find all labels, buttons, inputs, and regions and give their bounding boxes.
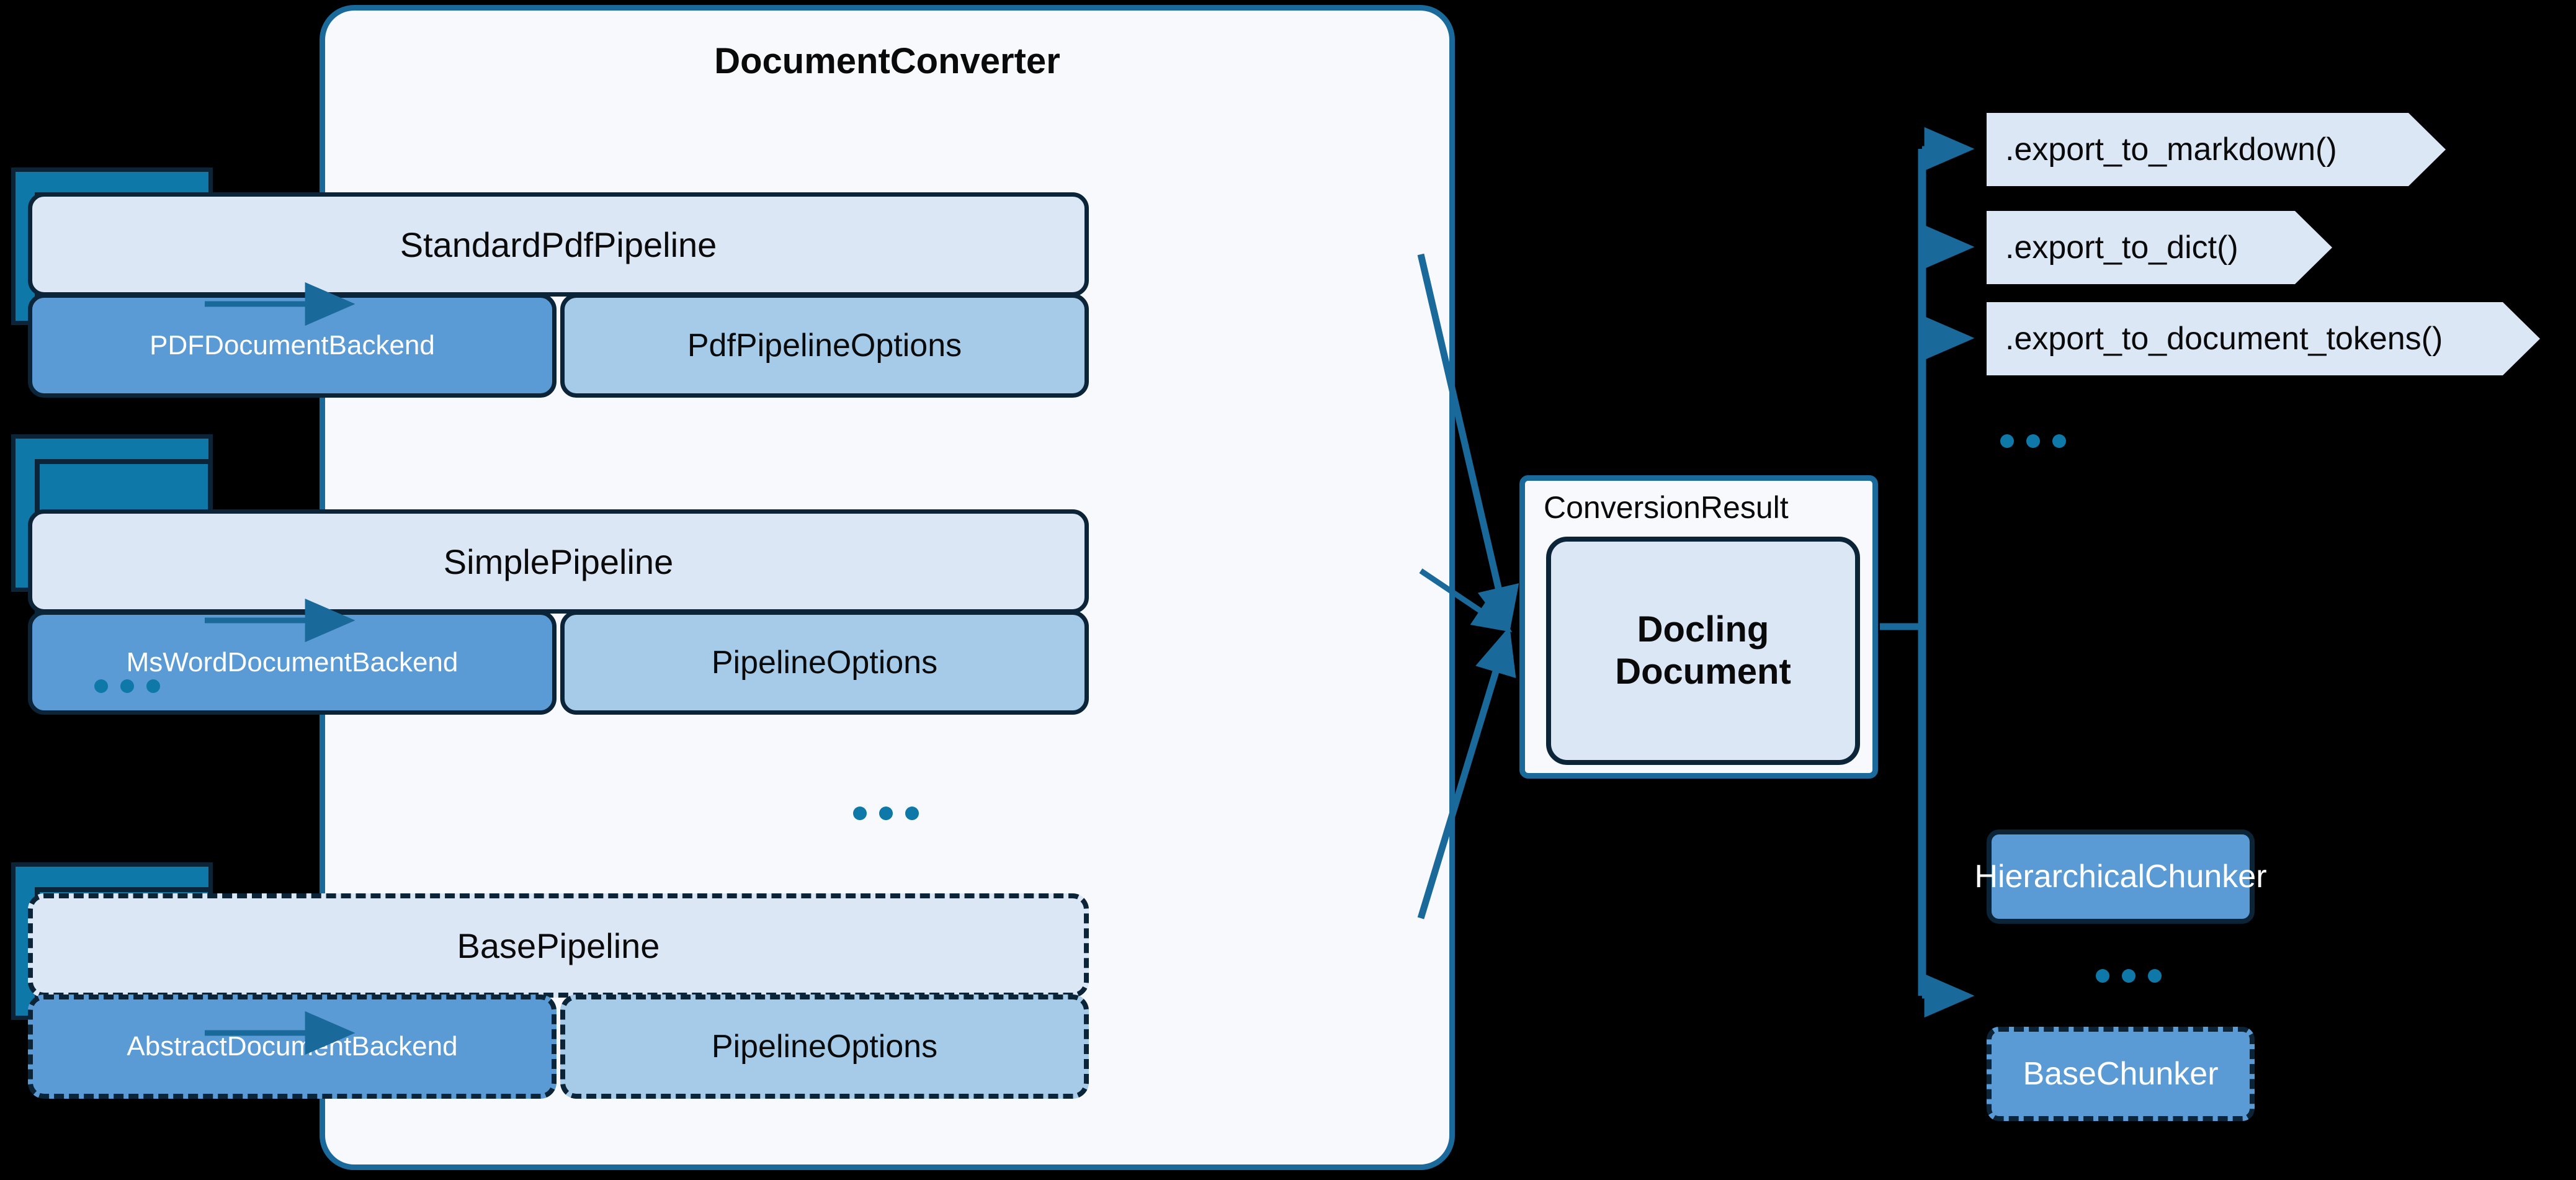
docling-document-box[interactable]: Docling Document <box>1546 537 1860 765</box>
ellipsis-dot <box>94 679 108 693</box>
page-title: DocumentConverter <box>714 41 1060 81</box>
pipeline-backend[interactable]: PDFDocumentBackend <box>28 293 557 398</box>
export-markdown-chevron[interactable]: .export_to_markdown() <box>1987 113 2446 186</box>
ellipsis-dot <box>2122 969 2135 983</box>
pipeline-components-row: MsWordDocumentBackend PipelineOptions <box>28 610 1089 715</box>
chunker-label: BaseChunker <box>2023 1056 2219 1092</box>
hierarchical-chunker-box[interactable]: HierarchicalChunker <box>1974 829 2267 924</box>
ellipsis-dot <box>879 807 893 820</box>
pipeline-components-row: AbstractDocumentBackend PipelineOptions <box>28 995 1089 1099</box>
pipeline-base: BasePipeline AbstractDocumentBackend Pip… <box>28 893 1089 1099</box>
base-chunker-box[interactable]: BaseChunker <box>1987 1027 2255 1121</box>
pipeline-name: StandardPdfPipeline <box>28 192 1089 297</box>
ellipsis-dot <box>905 807 919 820</box>
export-label: .export_to_dict() <box>2005 230 2238 266</box>
pipeline-name: SimplePipeline <box>28 509 1089 614</box>
exports-ellipsis <box>2000 434 2066 448</box>
export-dict-chevron[interactable]: .export_to_dict() <box>1987 211 2332 284</box>
pipeline-backend[interactable]: MsWordDocumentBackend <box>28 610 557 715</box>
ellipsis-dot <box>146 679 160 693</box>
ellipsis-dot <box>2096 969 2109 983</box>
ellipsis-dot <box>2052 434 2066 448</box>
export-label: .export_to_markdown() <box>2005 132 2337 168</box>
pipeline-options[interactable]: PipelineOptions <box>560 610 1089 715</box>
ellipsis-dot <box>853 807 867 820</box>
pipelines-ellipsis <box>853 807 919 820</box>
chunkers-ellipsis <box>2096 969 2162 983</box>
export-document-tokens-chevron[interactable]: .export_to_document_tokens() <box>1987 302 2540 375</box>
pipeline-standard-pdf: StandardPdfPipeline PDFDocumentBackend P… <box>28 192 1089 398</box>
conversion-result-label: ConversionResult <box>1544 490 1789 525</box>
pipeline-options[interactable]: PipelineOptions <box>560 995 1089 1099</box>
pipeline-simple: SimplePipeline MsWordDocumentBackend Pip… <box>28 509 1089 715</box>
ellipsis-dot <box>2000 434 2014 448</box>
conversion-result-container: ConversionResult Docling Document <box>1519 475 1878 779</box>
chunker-label: HierarchicalChunker <box>1974 859 2267 895</box>
export-label: .export_to_document_tokens() <box>2005 321 2443 357</box>
sources-ellipsis <box>94 679 160 693</box>
ellipsis-dot <box>2026 434 2040 448</box>
pipeline-name: BasePipeline <box>28 893 1089 998</box>
ellipsis-dot <box>2148 969 2162 983</box>
ellipsis-dot <box>120 679 134 693</box>
pipeline-backend[interactable]: AbstractDocumentBackend <box>28 995 557 1099</box>
pipeline-components-row: PDFDocumentBackend PdfPipelineOptions <box>28 293 1089 398</box>
pipeline-options[interactable]: PdfPipelineOptions <box>560 293 1089 398</box>
